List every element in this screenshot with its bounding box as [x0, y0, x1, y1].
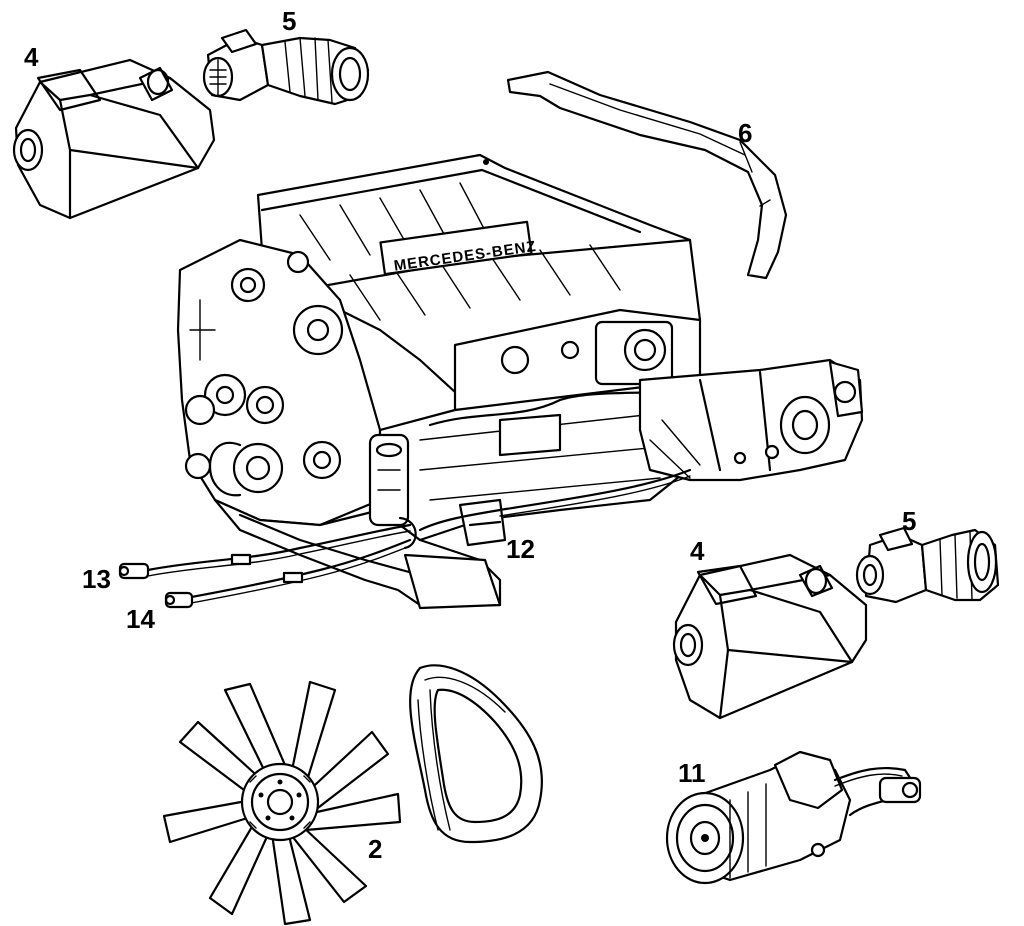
- drive-belt: [409, 664, 543, 844]
- ac-compressor: [665, 750, 922, 885]
- callout-5-right: 5: [902, 506, 916, 536]
- cable-lines: [418, 468, 692, 532]
- callout-5-top: 5: [282, 6, 296, 36]
- v8-engine-block: MERCEDES-BENZ: [176, 153, 864, 610]
- callout-13: 13: [82, 564, 111, 594]
- callout-14: 14: [126, 604, 155, 634]
- air-filter-housing-top: [12, 58, 216, 220]
- callout-2: 2: [368, 834, 382, 864]
- callout-4-right: 4: [690, 536, 705, 566]
- oil-lines: [118, 516, 417, 609]
- callout-6: 6: [738, 118, 752, 148]
- callout-11: 11: [678, 758, 706, 788]
- callout-12: 12: [506, 534, 535, 564]
- coolant-hose: [506, 70, 788, 280]
- air-mass-sensor-right: [855, 526, 1000, 604]
- air-filter-housing-right: [672, 553, 868, 720]
- callout-4-top: 4: [24, 42, 39, 72]
- air-mass-sensor-top: [202, 28, 370, 106]
- cooling-fan: [162, 680, 402, 926]
